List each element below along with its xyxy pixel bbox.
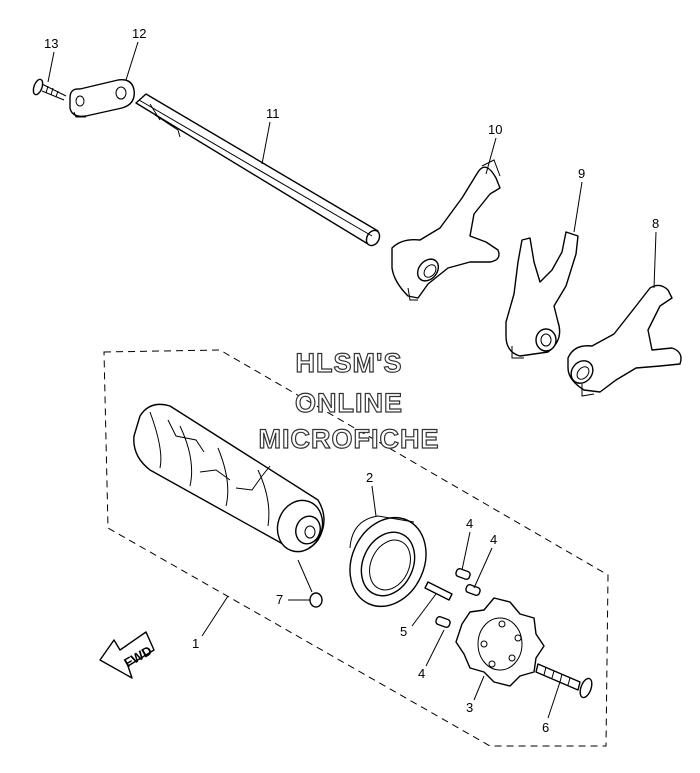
forward-arrow-icon: FWD [99, 631, 155, 679]
callout-11: 11 [266, 106, 280, 121]
pins-4 [435, 567, 481, 629]
callout-4a: 4 [466, 516, 473, 531]
callout-3: 3 [466, 700, 473, 715]
callout-12: 12 [132, 26, 146, 41]
callout-7: 7 [276, 592, 283, 607]
callout-5: 5 [400, 624, 407, 639]
callout-4c: 4 [418, 666, 425, 681]
callout-6: 6 [542, 720, 549, 735]
lever-plate-12 [69, 79, 135, 118]
callout-9: 9 [578, 166, 585, 181]
leader-lines [47, 41, 657, 719]
callout-8: 8 [652, 216, 659, 231]
callout-10: 10 [488, 122, 502, 137]
bearing-2 [349, 515, 427, 608]
watermark-line2: ONLINE [295, 388, 403, 418]
watermark-line3: MICROFICHE [259, 424, 440, 454]
shift-fork-9 [505, 231, 579, 359]
bolt-6 [535, 663, 593, 699]
watermark: HLSM'S ONLINE MICROFICHE [258, 347, 440, 454]
pin-5 [424, 581, 453, 601]
assembly-boundary [103, 349, 609, 747]
shift-drum-1 [133, 403, 325, 553]
callout-1: 1 [192, 636, 199, 651]
segment-3 [455, 597, 545, 687]
screw-13 [32, 78, 67, 101]
callout-4b: 4 [490, 532, 497, 547]
shift-fork-8 [567, 284, 682, 397]
callout-13: 13 [44, 36, 58, 51]
callout-2: 2 [366, 470, 373, 485]
shift-shaft-11 [135, 93, 381, 247]
shift-fork-10 [391, 159, 501, 301]
watermark-line1: HLSM'S [296, 348, 403, 378]
